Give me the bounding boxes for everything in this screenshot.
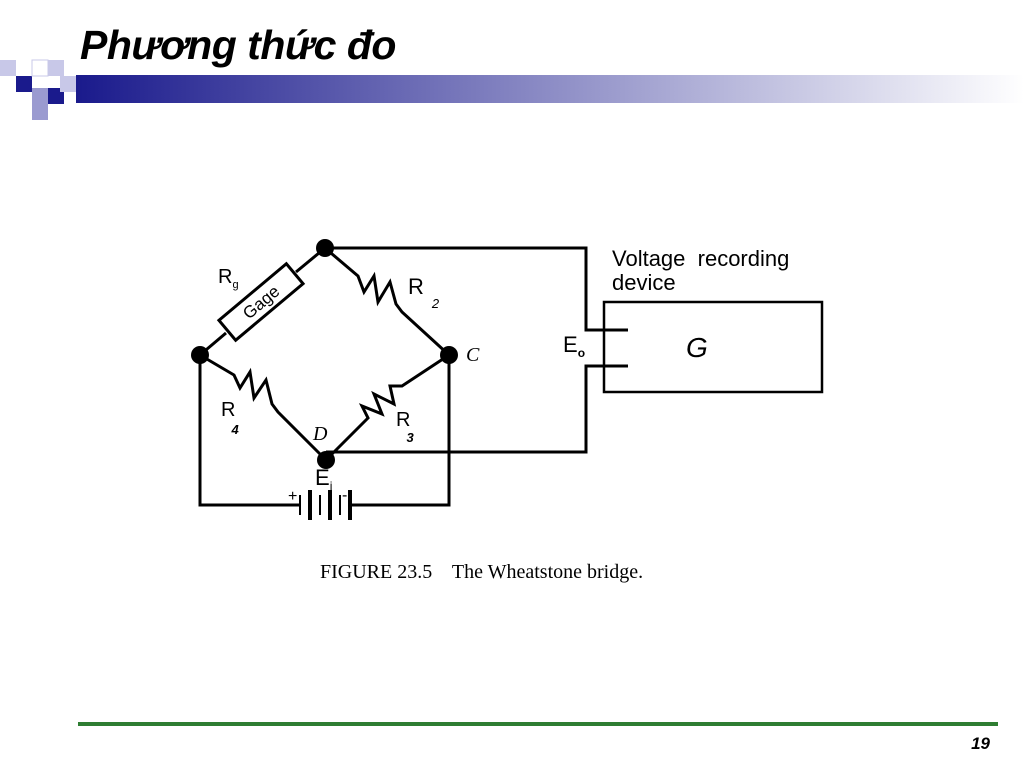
deco-square (16, 76, 32, 92)
label-battery-plus: + (288, 488, 297, 505)
deco-square (32, 88, 48, 104)
wire-top (325, 246, 628, 332)
resistor-r2 (324, 246, 451, 357)
node-left (191, 346, 209, 364)
deco-square (48, 60, 64, 76)
label-r2: R2 (408, 274, 440, 311)
wire-right (350, 355, 451, 507)
voltage-recording-box (602, 300, 824, 394)
label-battery-minus: - (342, 487, 347, 504)
figure-caption: FIGURE 23.5 The Wheatstone bridge. (320, 561, 643, 583)
label-eo: Eo (563, 332, 585, 360)
node-c (440, 346, 458, 364)
deco-square (0, 60, 16, 76)
battery (299, 490, 352, 520)
deco-square (32, 104, 48, 120)
gage-resistor (216, 261, 306, 343)
label-ei: Ei (315, 465, 332, 493)
footer-divider (78, 722, 998, 726)
node-d (317, 451, 335, 469)
resistor-r3 (324, 353, 450, 462)
label-rg: Rg (218, 266, 239, 291)
device-label-line2: device (612, 270, 676, 295)
header-gradient-bar (76, 75, 1024, 103)
node-top (316, 239, 334, 257)
device-label-line1: Voltage recording (612, 246, 789, 271)
wire-left (198, 355, 300, 507)
slide-title: Phương thức đo (80, 22, 396, 68)
resistor-r4 (199, 353, 328, 462)
device-symbol-g: G (686, 332, 708, 363)
deco-square (60, 76, 76, 92)
header-decoration (0, 59, 1024, 120)
label-d: D (312, 423, 328, 445)
wire-output-bottom (326, 364, 628, 454)
page-number: 19 (971, 734, 990, 753)
label-c: C (466, 344, 480, 366)
